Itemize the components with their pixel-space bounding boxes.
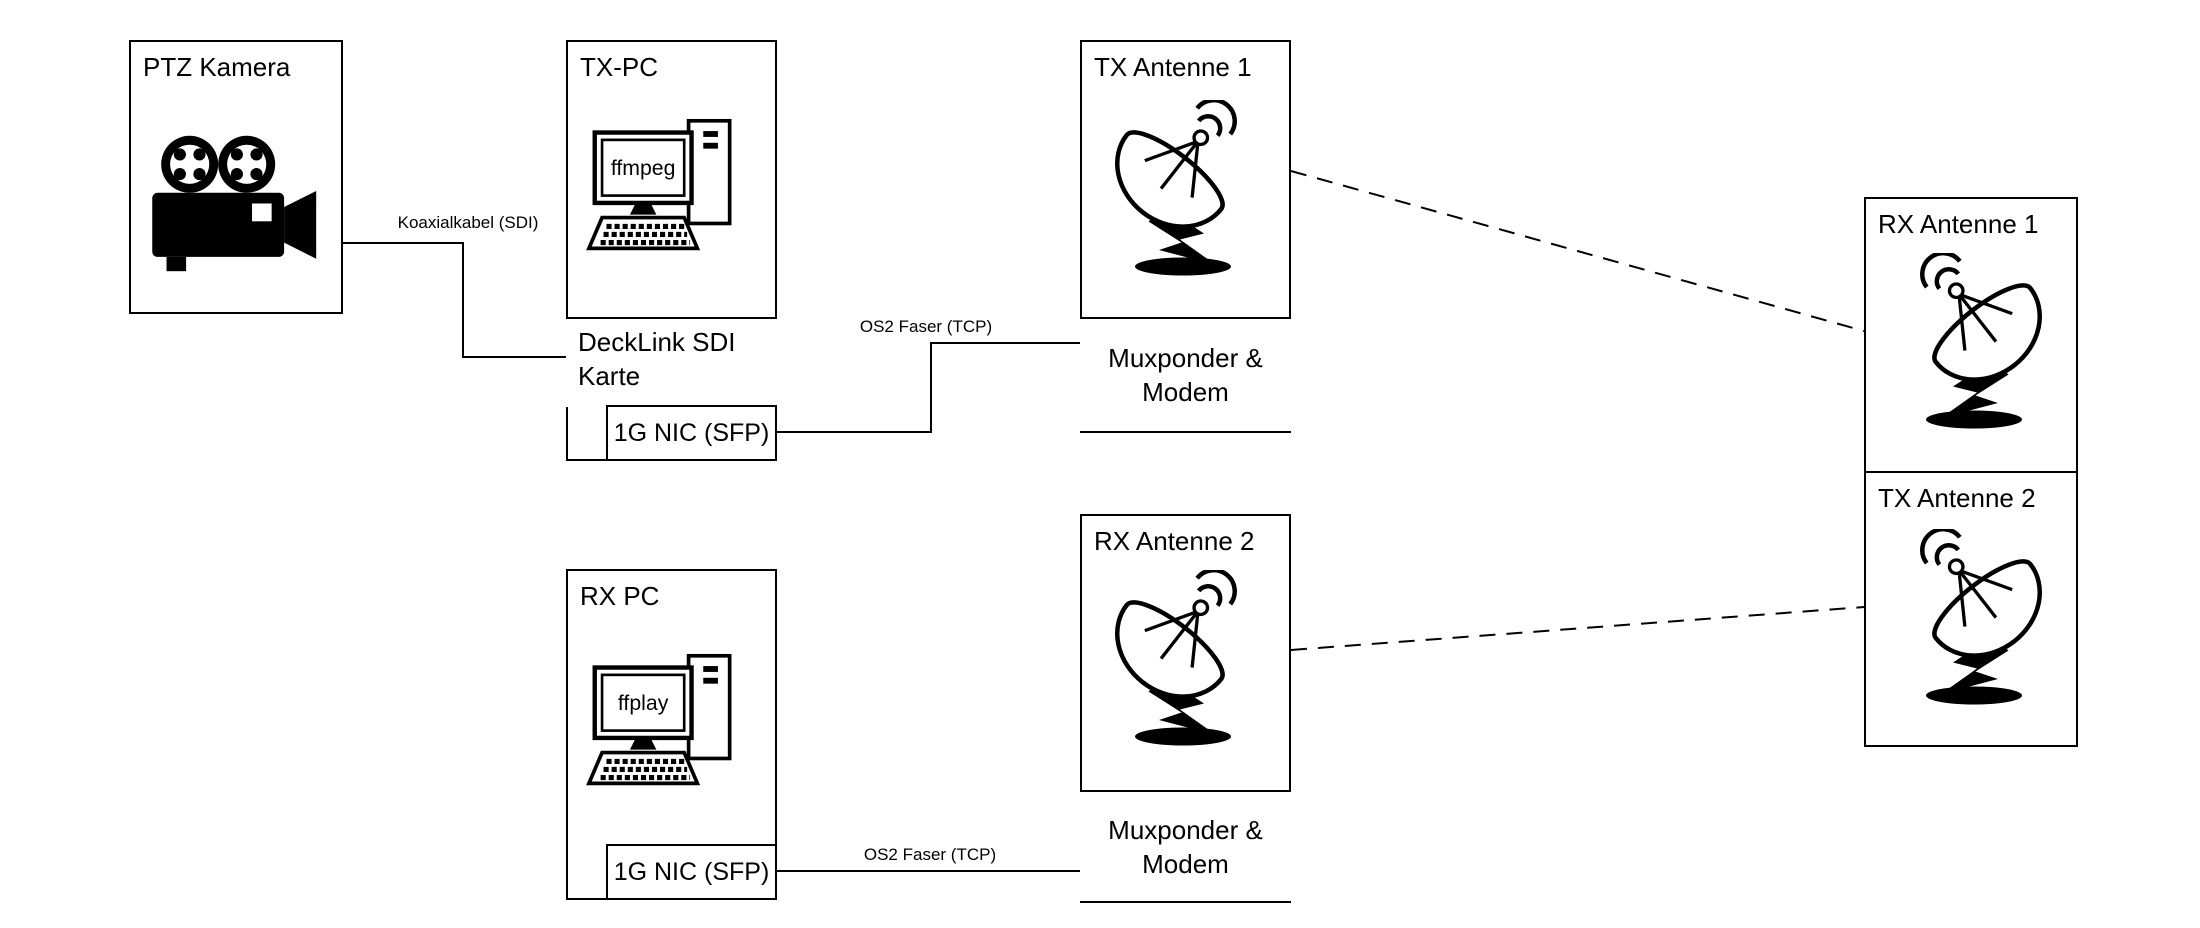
node-ptz-kamera: PTZ Kamera xyxy=(129,40,343,314)
edge-wireless-link-2 xyxy=(1290,606,1865,651)
edge-koaxialkabel-sdi xyxy=(343,242,566,358)
satellite-dish-icon xyxy=(1096,570,1276,750)
section-1g-nic-sfp: 1G NIC (SFP) xyxy=(606,844,777,900)
section-muxponder-modem: Muxponder & Modem xyxy=(1080,317,1291,431)
node-title: TX Antenne 2 xyxy=(1878,483,2036,513)
node-rx-pc: RX PC ffplay 1G NIC (SFP) xyxy=(566,569,777,900)
section-rx-antenne-1: RX Antenne 1 xyxy=(1866,199,2076,471)
section-1g-nic-sfp: 1G NIC (SFP) xyxy=(606,405,777,461)
nic-label: 1G NIC (SFP) xyxy=(613,857,770,886)
node-title: RX Antenne 1 xyxy=(1878,209,2039,239)
edge-label-koaxialkabel-sdi: Koaxialkabel (SDI) xyxy=(397,213,539,232)
section-label-line1: DeckLink SDI xyxy=(578,327,736,357)
node-tx-antenne-1: TX Antenne 1 Muxponder & Modem xyxy=(1080,40,1291,433)
screen-label: ffmpeg xyxy=(611,156,676,180)
edge-os2-faser-top xyxy=(777,342,1080,433)
video-camera-icon xyxy=(152,135,317,272)
section-label-line2: Modem xyxy=(1142,377,1229,407)
edge-label-os2-faser-bottom: OS2 Faser (TCP) xyxy=(863,845,997,864)
section-label-line2: Modem xyxy=(1142,848,1229,879)
section-tx-antenne-2: TX Antenne 2 xyxy=(1866,471,2076,745)
satellite-dish-icon xyxy=(1096,100,1276,280)
edge-wireless-link-1 xyxy=(1290,170,1865,332)
node-title: TX-PC xyxy=(580,52,658,82)
section-label-line1: Muxponder & xyxy=(1108,814,1263,845)
section-label-line2: Karte xyxy=(578,361,641,391)
node-title: RX PC xyxy=(580,581,660,611)
satellite-dish-icon xyxy=(1881,529,2061,709)
computer-icon: ffmpeg xyxy=(586,118,732,251)
node-rx1-tx2-antennas: RX Antenne 1 TX Antenne 2 xyxy=(1864,197,2078,747)
section-muxponder-modem: Muxponder & Modem xyxy=(1080,790,1291,901)
node-title: RX Antenne 2 xyxy=(1094,526,1255,556)
section-decklink-sdi-karte: DeckLink SDI Karte xyxy=(566,317,777,407)
node-title: PTZ Kamera xyxy=(143,52,291,82)
satellite-dish-icon xyxy=(1881,253,2061,433)
node-tx-pc: TX-PC ffmpeg DeckLink SDI Karte 1G NIC (… xyxy=(566,40,777,461)
nic-label: 1G NIC (SFP) xyxy=(613,418,770,447)
section-label-line1: Muxponder & xyxy=(1108,343,1263,373)
screen-label: ffplay xyxy=(618,691,669,715)
computer-icon: ffplay xyxy=(586,653,732,786)
edge-label-os2-faser-top: OS2 Faser (TCP) xyxy=(859,317,993,336)
node-title: TX Antenne 1 xyxy=(1094,52,1252,82)
node-rx-antenne-2: RX Antenne 2 Muxponder & Modem xyxy=(1080,514,1291,903)
